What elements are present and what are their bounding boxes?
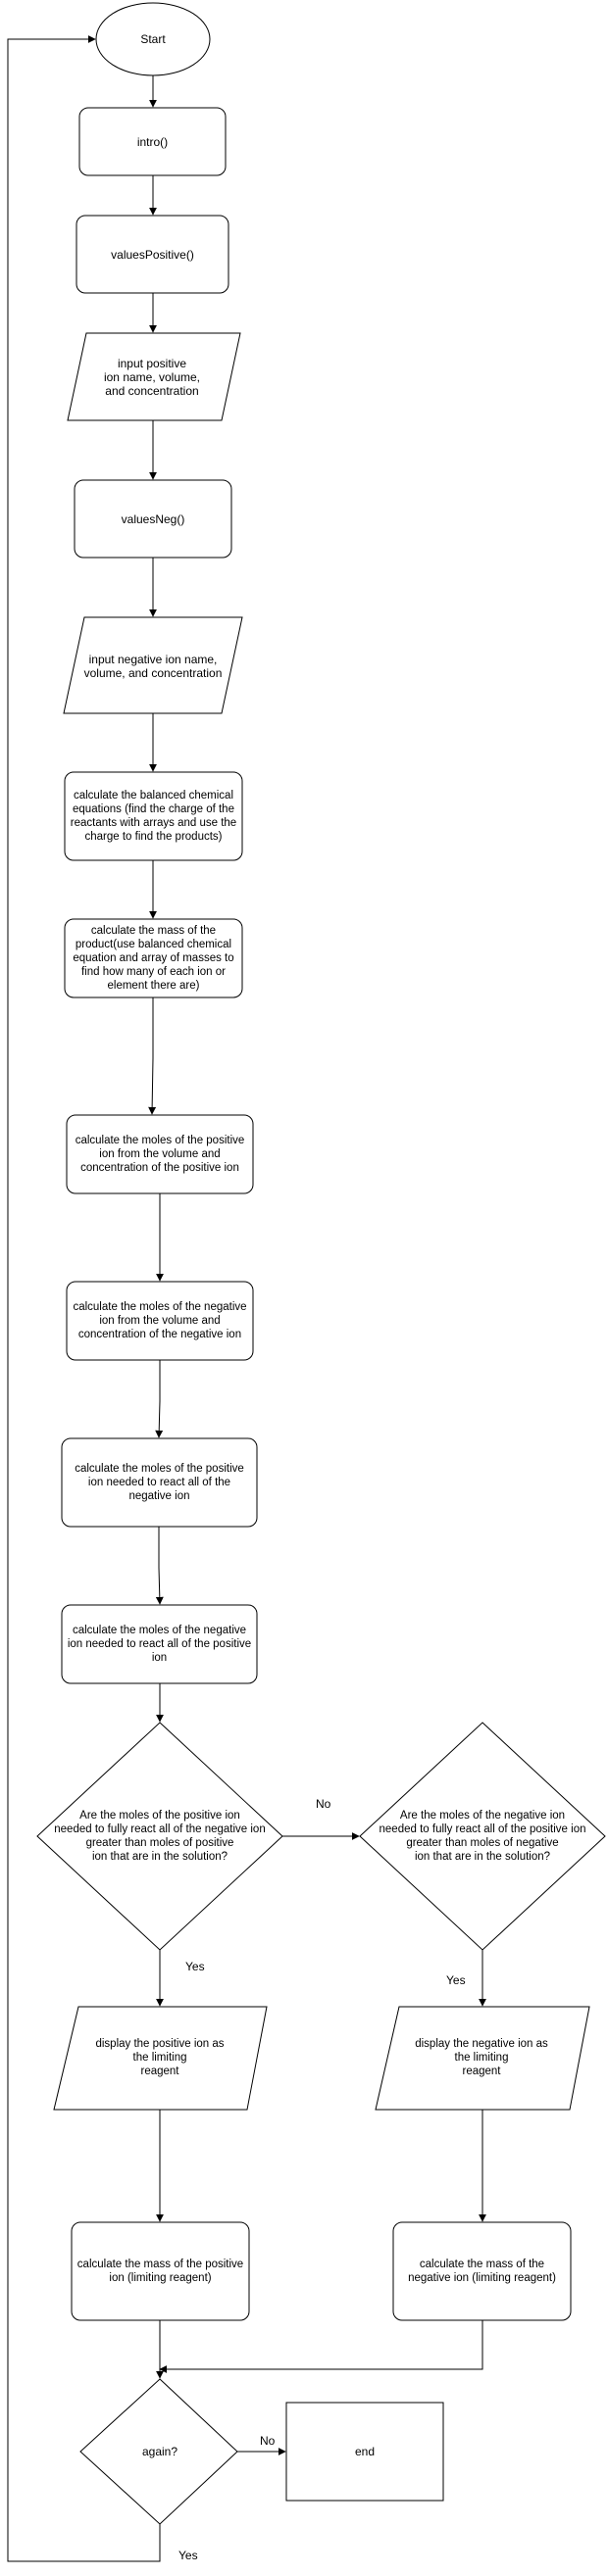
edge-mass-negative-merge: [159, 2320, 483, 2373]
input-positive-label: input positive ion name, volume, and con…: [103, 357, 201, 398]
input-negative-label: input negative ion name, volume, and con…: [83, 653, 223, 680]
edge-label-no-1: No: [316, 1797, 331, 1811]
input-negative-shape: [63, 616, 243, 714]
end-shape: [285, 2402, 444, 2502]
moles-neg-needed-label: calculate the moles of the negative ion …: [67, 1625, 252, 1664]
edge-mass-product-moles-positive: [148, 997, 157, 1115]
display-negative-label: display the negative ion as the limiting…: [415, 2038, 548, 2077]
intro-label: intro(): [136, 134, 169, 149]
start-label: Start: [140, 32, 166, 46]
edge-label-yes-1: Yes: [185, 1960, 205, 1973]
end-label: end: [354, 2445, 376, 2458]
display-positive-label: display the positive ion as the limiting…: [95, 2038, 225, 2077]
display-positive-shape: [53, 2006, 268, 2111]
edge-label-no-2: No: [260, 2434, 276, 2448]
moles-negative-label: calculate the moles of the negative ion …: [73, 1301, 247, 1340]
edge-label-yes-2: Yes: [446, 1973, 466, 1987]
moles-positive-label: calculate the moles of the positive ion …: [75, 1135, 245, 1174]
edge-again-yes-loop: [7, 35, 161, 2562]
display-negative-shape: [375, 2006, 590, 2111]
calc-equations-label: calculate the balanced chemical equation…: [70, 790, 237, 843]
moles-pos-needed-label: calculate the moles of the positive ion …: [75, 1463, 244, 1502]
decision-negative-label: Are the moles of the negative ion needed…: [379, 1810, 586, 1863]
edge-label-yes-3: Yes: [178, 2549, 198, 2562]
again-label: again?: [141, 2445, 178, 2458]
calc-mass-product-label: calculate the mass of the product(use ba…: [73, 925, 234, 992]
mass-positive-label: calculate the mass of the positive ion (…: [76, 2259, 244, 2284]
edge-moles-negative-pos-needed: [155, 1360, 164, 1438]
values-positive-label: valuesPositive(): [111, 247, 194, 262]
input-positive-shape: [67, 332, 241, 421]
decision-positive-label: Are the moles of the positive ion needed…: [54, 1810, 266, 1863]
edge-pos-needed-neg-needed: [155, 1527, 164, 1605]
mass-negative-label: calculate the mass of the negative ion (…: [408, 2259, 556, 2284]
values-neg-label: valuesNeg(): [121, 511, 185, 526]
